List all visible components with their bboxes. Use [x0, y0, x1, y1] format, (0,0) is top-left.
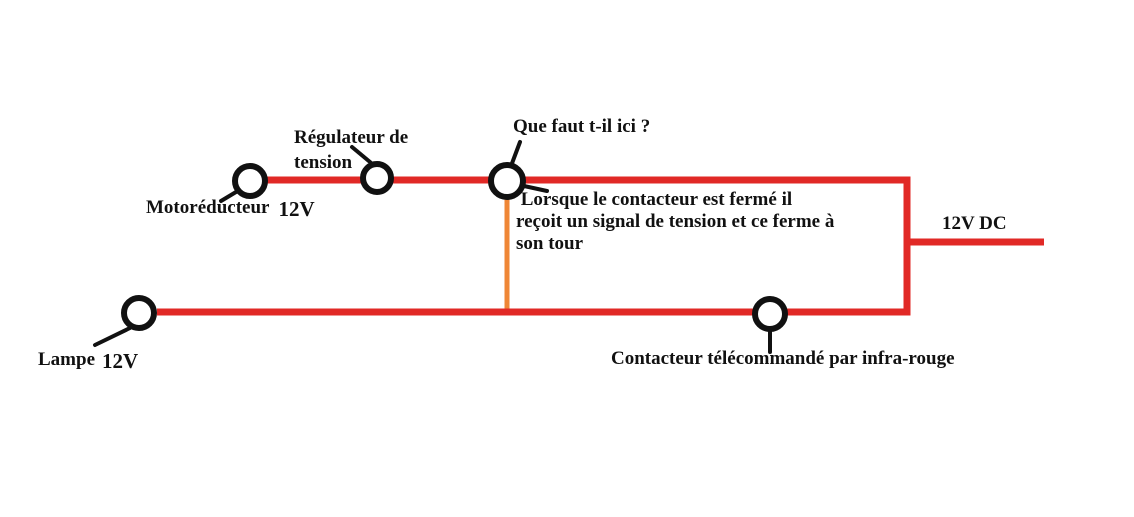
label-motoreducteur: Motoréducteur 12V	[146, 194, 315, 221]
main-circuit-wire	[157, 176, 911, 316]
label-supply-12vdc: 12V DC	[942, 213, 1007, 234]
leader-question	[509, 140, 522, 168]
node-lampe	[121, 295, 157, 331]
label-lampe: Lampe 12V	[38, 346, 139, 373]
leader-explanation	[522, 184, 549, 193]
leader-lampe	[93, 326, 132, 347]
label-motoreducteur-voltage: 12V	[278, 197, 315, 221]
node-regulateur	[360, 161, 394, 195]
label-lampe-text: Lampe	[38, 349, 95, 370]
node-question	[488, 162, 526, 200]
node-motoreducteur	[232, 163, 268, 199]
label-contacteur: Contacteur télécommandé par infra-rouge	[611, 348, 955, 369]
label-lampe-voltage: 12V	[102, 349, 139, 373]
label-question: Que faut t-il ici ?	[513, 116, 651, 137]
label-regulateur: Régulateur de tension	[294, 127, 409, 173]
label-explanation: Lorsque le contacteur est fermé il reçoi…	[516, 189, 835, 254]
label-motoreducteur-text: Motoréducteur	[146, 197, 270, 218]
node-contacteur	[752, 296, 788, 332]
